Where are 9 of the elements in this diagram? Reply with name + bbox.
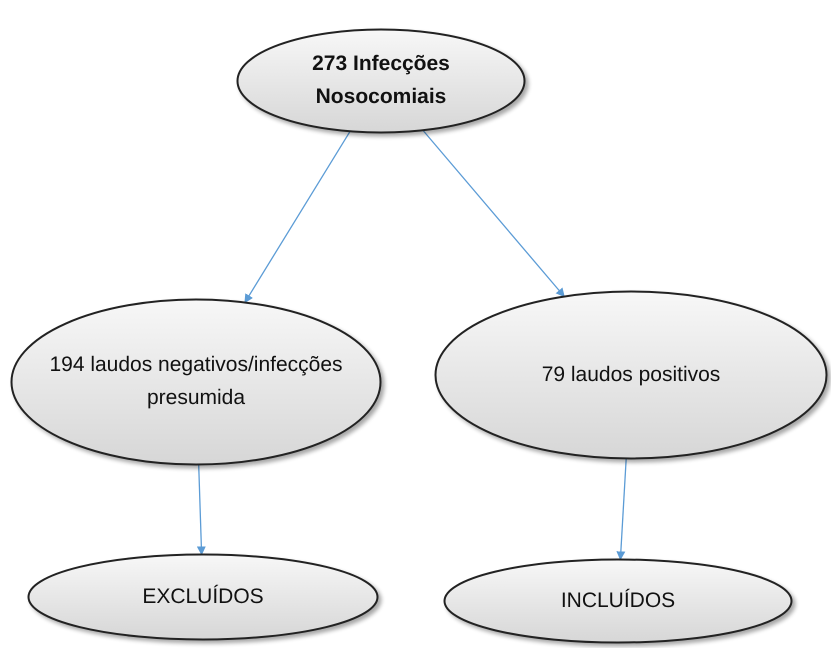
node-label: EXCLUÍDOS (142, 584, 264, 610)
arrow (422, 130, 565, 298)
arrow (616, 458, 627, 560)
arrow (244, 130, 351, 304)
node-label: 79 laudos positivos (542, 362, 720, 388)
node-label: 194 laudos negativos/infecções presumida (48, 352, 344, 411)
node-label: 273 Infecções Nosocomiais (311, 51, 451, 110)
arrow (196, 464, 206, 556)
node-label: INCLUÍDOS (560, 588, 676, 614)
